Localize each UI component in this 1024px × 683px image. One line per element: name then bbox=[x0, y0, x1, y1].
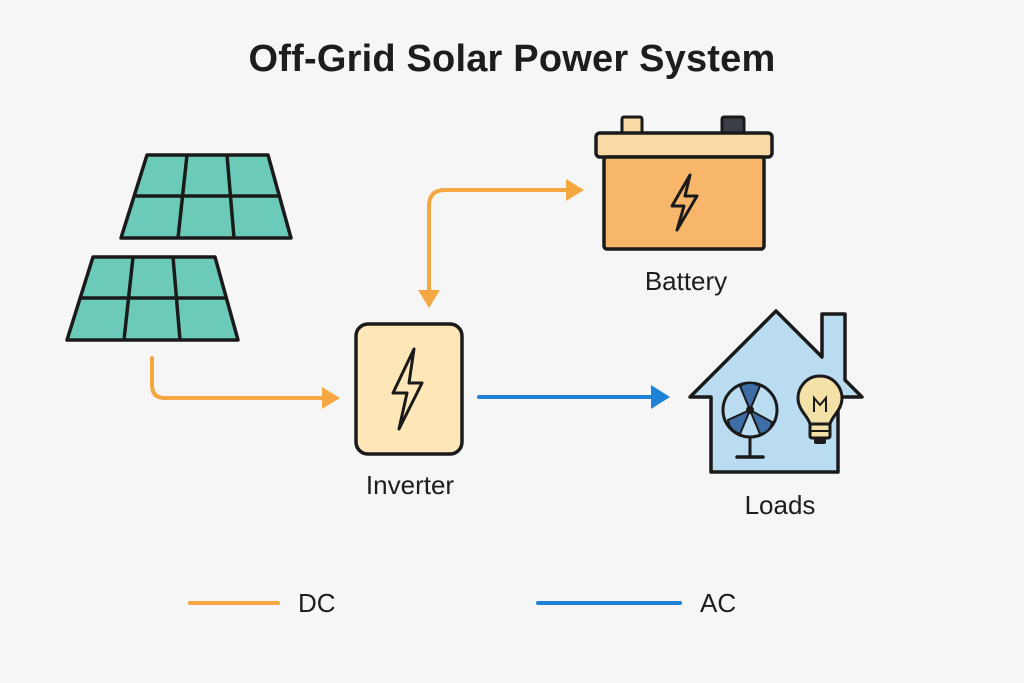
dc-arrowhead-to-inverter-top bbox=[418, 290, 440, 308]
legend-ac-label: AC bbox=[700, 588, 737, 618]
dc-connector-inverter-battery bbox=[427, 188, 568, 294]
loads-label: Loads bbox=[744, 490, 816, 520]
lightbulb-icon bbox=[796, 374, 844, 444]
lightning-bolt-icon bbox=[670, 173, 699, 232]
dc-connector-panels-to-inverter bbox=[150, 356, 324, 400]
ac-arrowhead-to-loads bbox=[651, 385, 670, 409]
battery-label: Battery bbox=[644, 266, 728, 296]
fan-icon bbox=[721, 381, 779, 459]
battery-icon bbox=[594, 115, 774, 251]
solar-panel-bottom bbox=[65, 255, 240, 342]
dc-arrowhead-to-inverter bbox=[322, 387, 340, 409]
inverter-icon bbox=[354, 322, 464, 456]
solar-panel-top bbox=[119, 153, 293, 240]
house-icon bbox=[688, 309, 864, 474]
inverter-label: Inverter bbox=[365, 470, 455, 500]
diagram-title: Off-Grid Solar Power System bbox=[248, 38, 776, 80]
dc-arrowhead-to-battery bbox=[566, 179, 584, 201]
lightning-bolt-icon bbox=[391, 347, 424, 431]
legend-dc-label: DC bbox=[298, 588, 336, 618]
solar-panel-icon bbox=[65, 153, 293, 342]
